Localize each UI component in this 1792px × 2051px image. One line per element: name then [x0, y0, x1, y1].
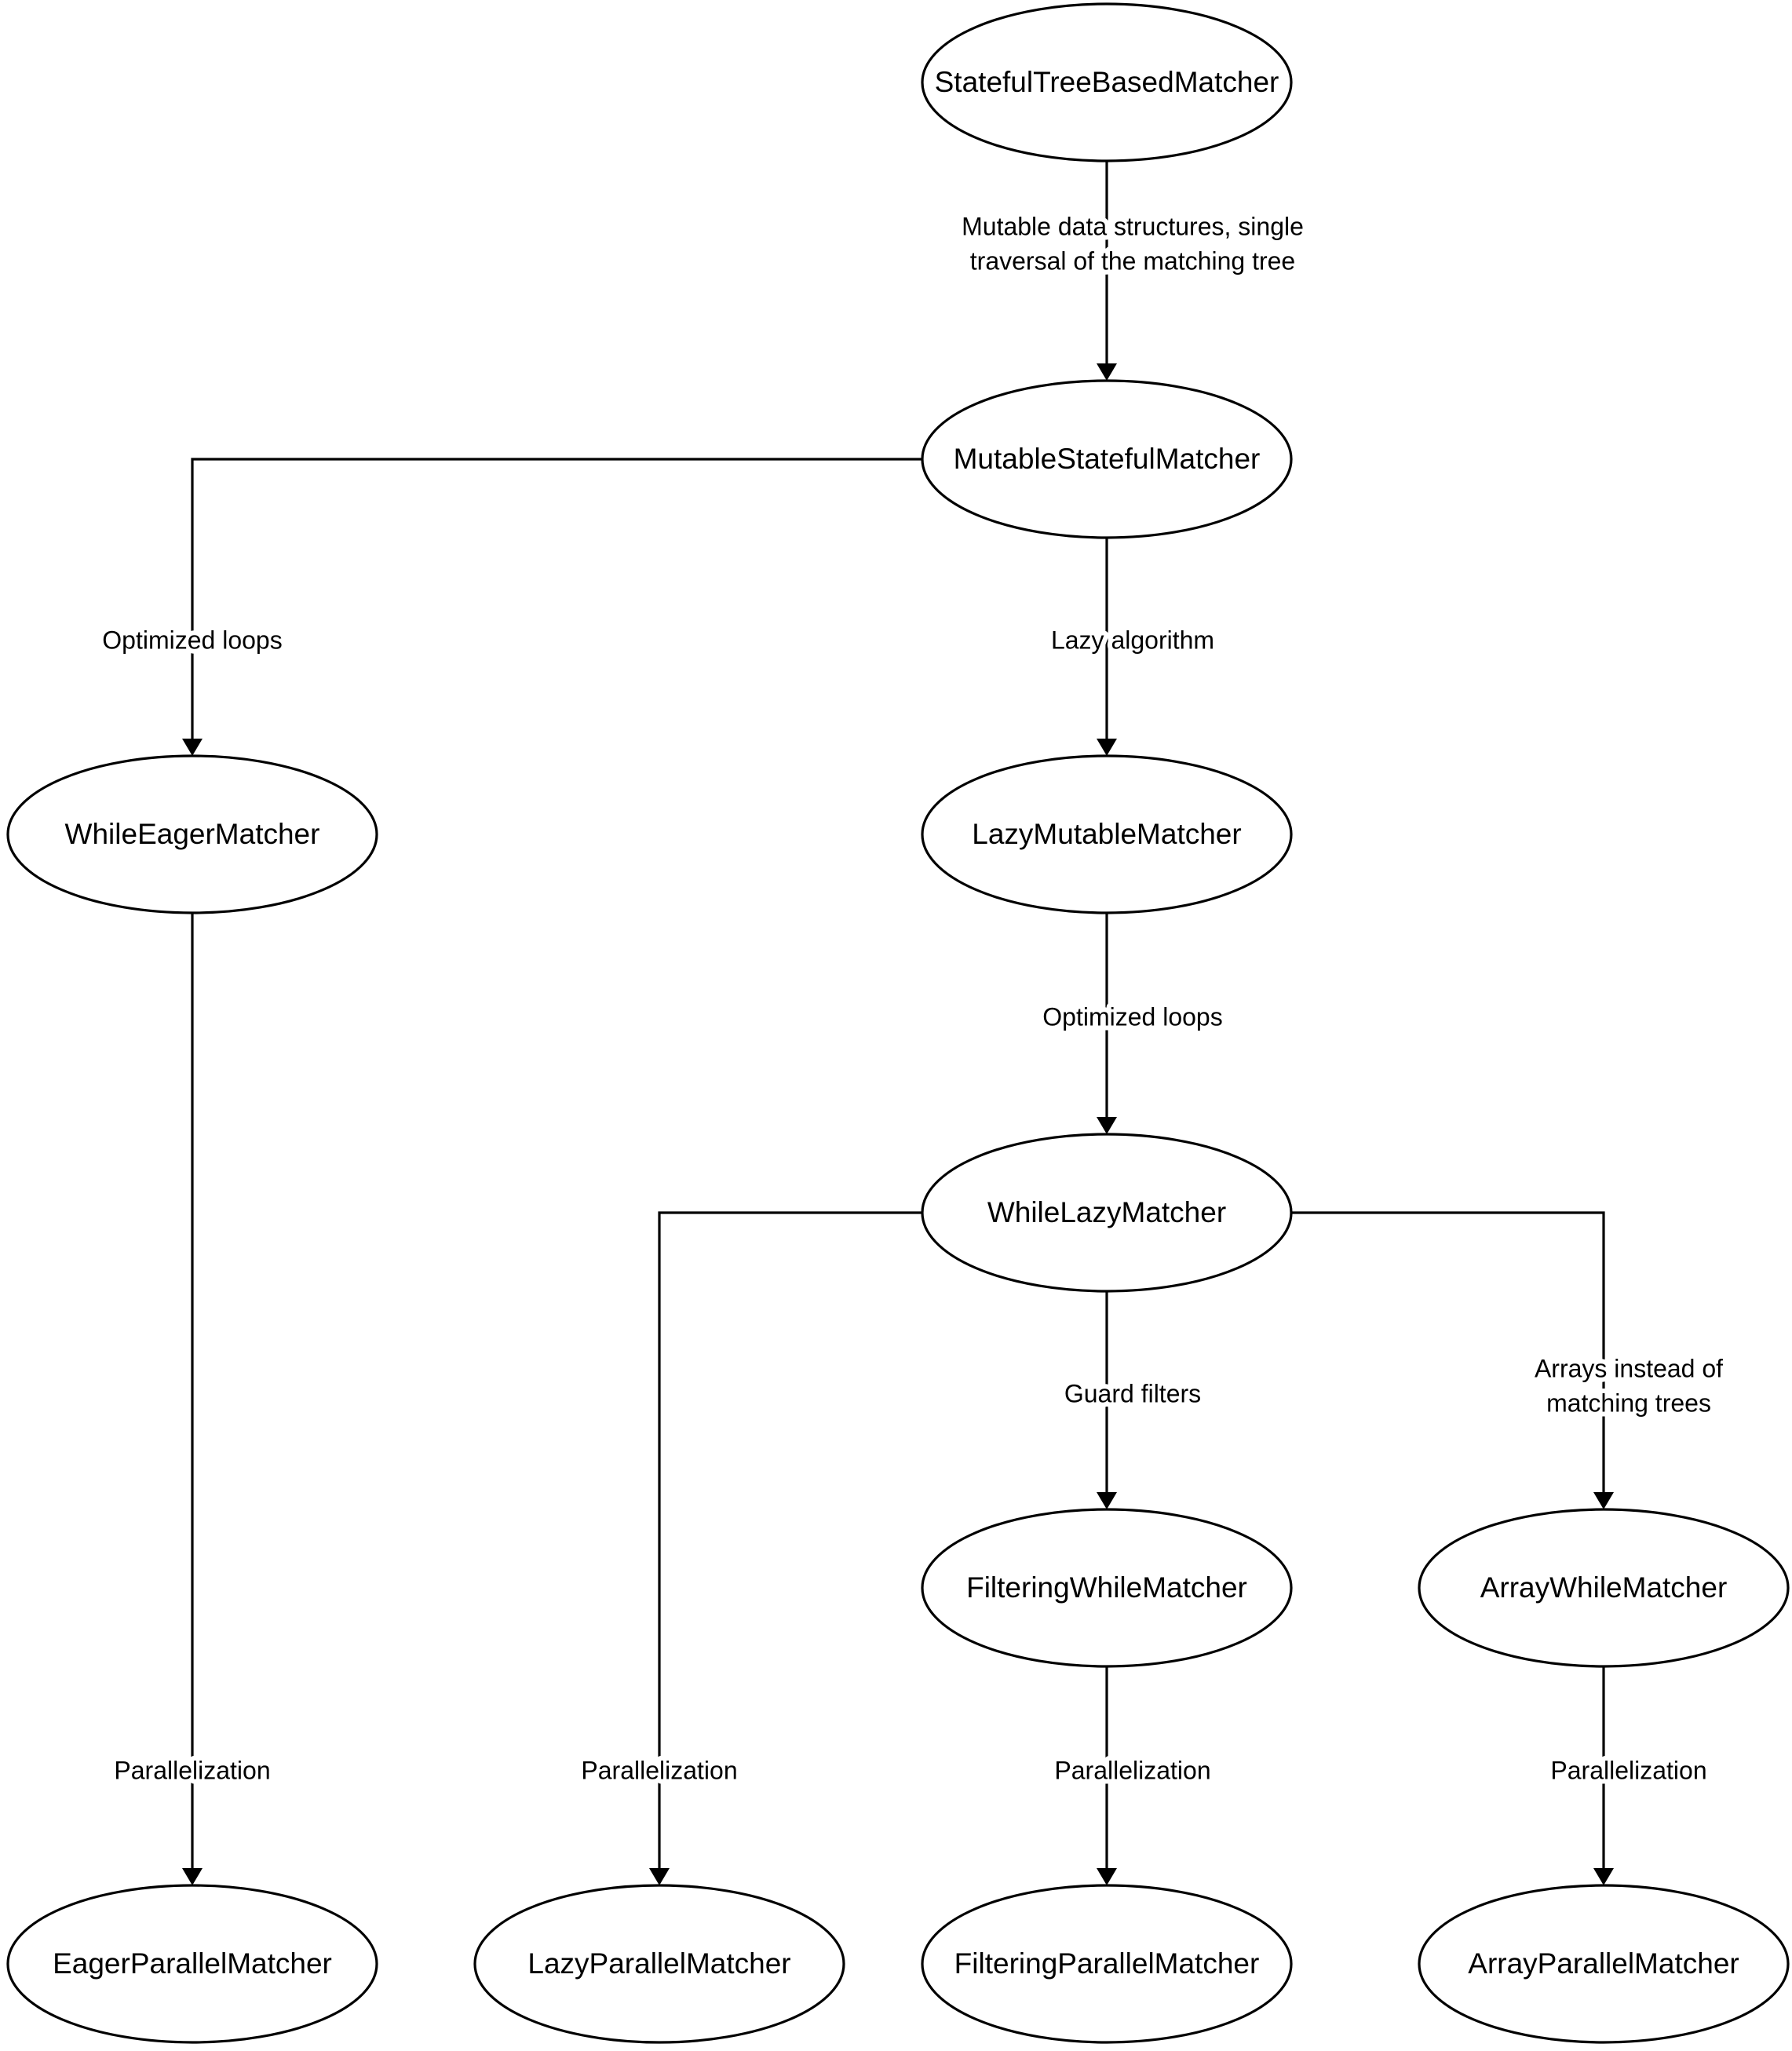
- edge-label-halo: Lazy algorithm: [1051, 626, 1214, 654]
- edge-label-text: matching trees: [1546, 1389, 1711, 1417]
- edge-label-halo: Parallelization: [114, 1756, 270, 1784]
- node-lazy-parallel-matcher[interactable]: LazyParallelMatcher: [473, 1884, 845, 2044]
- node-filtering-while-matcher[interactable]: FilteringWhileMatcher: [921, 1508, 1293, 1668]
- edge-label-halo: traversal of the matching tree: [970, 246, 1295, 275]
- edge-label-text: Lazy algorithm: [1051, 626, 1214, 654]
- node-array-parallel-matcher[interactable]: ArrayParallelMatcher: [1418, 1884, 1790, 2044]
- node-while-lazy-matcher[interactable]: WhileLazyMatcher: [921, 1133, 1293, 1293]
- node-filtering-parallel-matcher[interactable]: FilteringParallelMatcher: [921, 1884, 1293, 2044]
- edge-label-halo: Parallelization: [1550, 1756, 1706, 1784]
- node-label-text: WhileLazyMatcher: [987, 1196, 1226, 1228]
- node-label-text: ArrayWhileMatcher: [1480, 1571, 1728, 1604]
- edge-label-halo: Optimized loops: [102, 626, 282, 654]
- edge-label-text: Parallelization: [1550, 1756, 1706, 1784]
- arrow-head-icon: [1097, 1117, 1117, 1134]
- arrow-head-icon: [1097, 363, 1117, 381]
- arrow-head-icon: [1593, 1868, 1614, 1885]
- node-ellipse-shape[interactable]: [1418, 1508, 1790, 1668]
- node-stateful-tree-based-matcher[interactable]: StatefulTreeBasedMatcher: [921, 2, 1293, 162]
- edge-label-text: Parallelization: [581, 1756, 737, 1784]
- node-ellipse-shape[interactable]: [6, 754, 378, 914]
- node-label-text: FilteringWhileMatcher: [966, 1571, 1247, 1604]
- node-mutable-stateful-matcher[interactable]: MutableStatefulMatcher: [921, 379, 1293, 539]
- nodes-layer: StatefulTreeBasedMatcherMutableStatefulM…: [6, 2, 1790, 2044]
- node-ellipse-shape[interactable]: [921, 1884, 1293, 2044]
- node-ellipse-shape[interactable]: [6, 1884, 378, 2044]
- edge-label-text: Optimized loops: [1042, 1002, 1222, 1031]
- node-ellipse-shape[interactable]: [473, 1884, 845, 2044]
- node-ellipse-shape[interactable]: [921, 754, 1293, 914]
- edge-label-text: Arrays instead of: [1535, 1354, 1723, 1382]
- node-ellipse-shape[interactable]: [921, 1508, 1293, 1668]
- node-while-eager-matcher[interactable]: WhileEagerMatcher: [6, 754, 378, 914]
- arrow-head-icon: [1097, 1492, 1117, 1509]
- arrow-head-icon: [182, 1868, 203, 1885]
- edge-label-halo: Parallelization: [1054, 1756, 1210, 1784]
- node-lazy-mutable-matcher[interactable]: LazyMutableMatcher: [921, 754, 1293, 914]
- edge-label-halo: matching trees: [1546, 1389, 1711, 1417]
- edge-label-text: Parallelization: [1054, 1756, 1210, 1784]
- edge-label-halo: Arrays instead of: [1535, 1354, 1723, 1382]
- arrow-head-icon: [1097, 1868, 1117, 1885]
- edge-path: [658, 1211, 922, 1874]
- node-array-while-matcher[interactable]: ArrayWhileMatcher: [1418, 1508, 1790, 1668]
- arrow-head-icon: [649, 1868, 670, 1885]
- node-label-text: MutableStatefulMatcher: [954, 443, 1261, 475]
- arrow-head-icon: [1097, 739, 1117, 756]
- edge-label-text: Parallelization: [114, 1756, 270, 1784]
- node-ellipse-shape[interactable]: [921, 379, 1293, 539]
- edge-label-text: traversal of the matching tree: [970, 246, 1295, 275]
- edge-path: [191, 458, 922, 744]
- edge-label-halo: Optimized loops: [1042, 1002, 1222, 1031]
- edge-label-text: Optimized loops: [102, 626, 282, 654]
- node-ellipse-shape[interactable]: [1418, 1884, 1790, 2044]
- node-ellipse-shape[interactable]: [921, 1133, 1293, 1293]
- node-label-text: FilteringParallelMatcher: [954, 1947, 1260, 1980]
- node-label-text: LazyMutableMatcher: [972, 818, 1241, 850]
- edge-label-halo: Mutable data structures, single: [962, 212, 1304, 240]
- node-label-text: LazyParallelMatcher: [527, 1947, 790, 1980]
- node-label-text: EagerParallelMatcher: [53, 1947, 332, 1980]
- node-label-text: WhileEagerMatcher: [65, 818, 320, 850]
- node-ellipse-shape[interactable]: [921, 2, 1293, 162]
- edge-path: [1291, 1211, 1605, 1498]
- edge-label-halo: Guard filters: [1064, 1379, 1201, 1407]
- arrow-head-icon: [1593, 1492, 1614, 1509]
- edge-label-text: Guard filters: [1064, 1379, 1201, 1407]
- edge-label-halo: Parallelization: [581, 1756, 737, 1784]
- node-eager-parallel-matcher[interactable]: EagerParallelMatcher: [6, 1884, 378, 2044]
- edge-label-text: Mutable data structures, single: [962, 212, 1304, 240]
- node-label-text: ArrayParallelMatcher: [1468, 1947, 1739, 1980]
- node-label-text: StatefulTreeBasedMatcher: [935, 66, 1279, 98]
- arrow-head-icon: [182, 739, 203, 756]
